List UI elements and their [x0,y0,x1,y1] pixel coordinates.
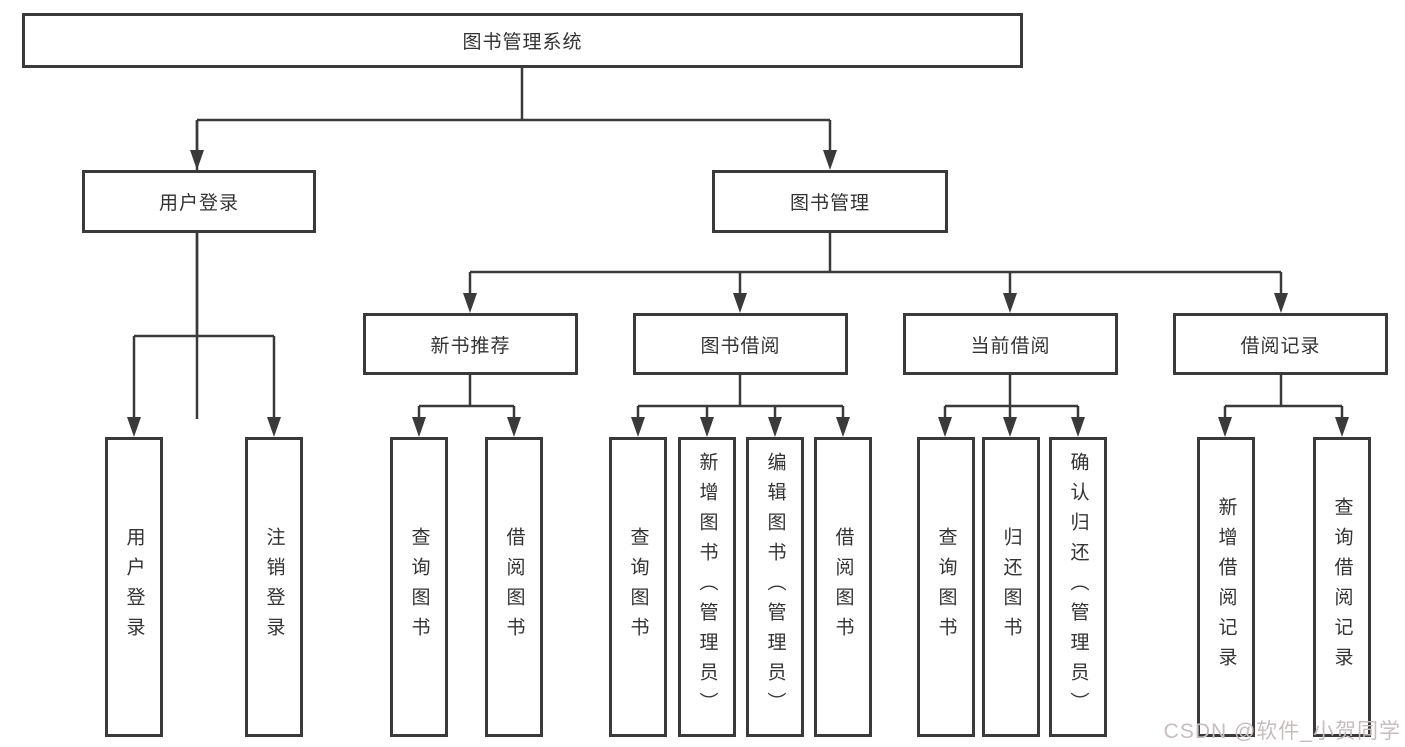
leaf-add-books-admin-label: 新增图书（管理员） [696,452,718,722]
leaf-query-borrow-record: 查询借阅记录 [1313,437,1371,737]
arrow-leaf-bb-query [631,417,645,437]
arrow-book-mgmt [823,150,837,170]
leaf-return-books: 归还图书 [982,437,1040,737]
leaf-borrow-books: 借阅图书 [814,437,872,737]
arrow-book-borrow [733,293,747,313]
connector-borrow-records-children [1223,375,1344,419]
node-book-borrow-label: 图书借阅 [700,335,781,357]
arrow-leaf-nb-query [412,417,426,437]
arrow-leaf-bb-edit [768,417,782,437]
leaf-add-borrow-record: 新增借阅记录 [1197,437,1255,737]
node-new-book-recommend: 新书推荐 [363,313,578,375]
leaf-query-borrow-record-label: 查询借阅记录 [1331,497,1353,677]
leaf-borrow-books-label: 借阅图书 [503,527,525,647]
leaf-logout: 注销登录 [245,437,303,737]
node-new-book-recommend-label: 新书推荐 [430,335,511,357]
arrow-leaf-cb-confirm [1071,417,1085,437]
leaf-user-login-label: 用户登录 [123,527,145,647]
arrow-leaf-logout [267,417,281,437]
connector-current-borrow-children [943,375,1080,419]
leaf-return-books-label: 归还图书 [1000,527,1022,647]
arrow-leaf-br-query [1335,417,1349,437]
node-current-borrow-label: 当前借阅 [970,335,1051,357]
leaf-borrow-books-label: 借阅图书 [832,527,854,647]
leaf-query-books-label: 查询图书 [935,527,957,647]
node-book-management-label: 图书管理 [789,193,870,214]
node-borrow-records: 借阅记录 [1173,313,1388,375]
node-root-label: 图书管理系统 [462,32,583,53]
connector-book-mgmt-children [468,233,1283,295]
arrow-leaf-bb-add [700,417,714,437]
leaf-add-borrow-record-label: 新增借阅记录 [1215,497,1237,677]
leaf-query-books: 查询图书 [390,437,448,737]
leaf-user-login: 用户登录 [105,437,163,737]
arrow-leaf-bb-borrow [836,417,850,437]
csdn-watermark: CSDN @软件_小贺同学 [1163,720,1401,743]
arrow-current-borrow [1003,293,1017,313]
arrow-leaf-cb-return [1003,417,1017,437]
arrow-leaf-user-login [127,417,141,437]
arrow-leaf-br-add [1218,417,1232,437]
leaf-edit-books-admin: 编辑图书（管理员） [746,437,804,737]
leaf-query-books: 查询图书 [917,437,975,737]
node-root-system: 图书管理系统 [22,13,1023,68]
arrow-leaf-nb-borrow [507,417,521,437]
connector-new-book-rec-children [417,375,516,419]
node-book-borrow: 图书借阅 [633,313,848,375]
leaf-confirm-return-admin: 确认归还（管理员） [1049,437,1107,737]
arrow-borrow-records [1274,293,1288,313]
node-user-login: 用户登录 [82,170,316,233]
leaf-query-books: 查询图书 [609,437,667,737]
leaf-edit-books-admin-label: 编辑图书（管理员） [764,452,786,722]
leaf-confirm-return-admin-label: 确认归还（管理员） [1067,452,1089,722]
connector-user-login-children [132,233,276,419]
arrow-leaf-cb-query [938,417,952,437]
node-borrow-records-label: 借阅记录 [1240,335,1321,357]
arrow-user-login [190,150,204,170]
leaf-query-books-label: 查询图书 [627,527,649,647]
leaf-add-books-admin: 新增图书（管理员） [678,437,736,737]
leaf-logout-label: 注销登录 [263,527,285,647]
connector-book-borrow-children [636,375,845,419]
node-book-management: 图书管理 [712,170,948,233]
node-current-borrow: 当前借阅 [903,313,1118,375]
arrow-new-book-rec [463,293,477,313]
leaf-query-books-label: 查询图书 [408,527,430,647]
leaf-borrow-books: 借阅图书 [485,437,543,737]
node-user-login-label: 用户登录 [158,193,239,214]
